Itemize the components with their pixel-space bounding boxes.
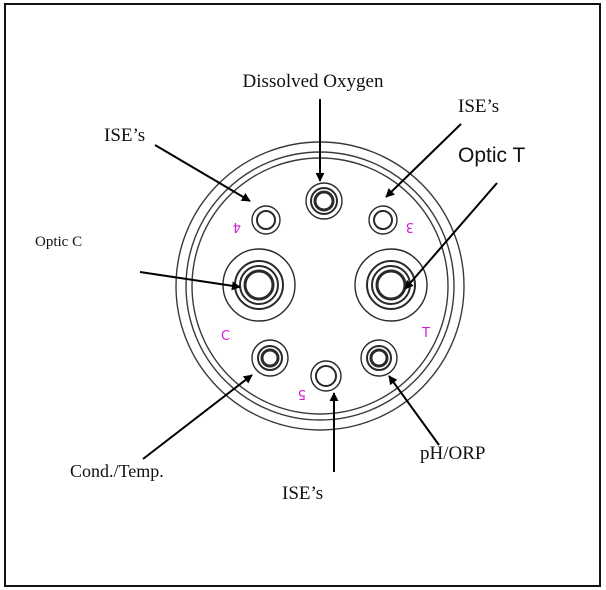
port-mark-t: T [421, 326, 430, 341]
label-optic-c: Optic C [35, 234, 82, 250]
label-cond-temp: Cond./Temp. [70, 461, 164, 481]
label-optic-t: Optic T [458, 144, 525, 167]
port-mark-c: C [221, 329, 230, 344]
label-ise-top-left: ISE’s [104, 125, 145, 146]
port-optic-c [222, 248, 296, 322]
label-ise-bottom: ISE’s [282, 483, 323, 504]
label-ph-orp: pH/ORP [420, 443, 485, 464]
port-ise-3 [368, 205, 398, 235]
port-ph-orp [360, 339, 398, 377]
port-ise-4 [251, 205, 281, 235]
diagram-frame [4, 3, 601, 587]
port-mark-5: 5 [298, 386, 306, 401]
arrow-ise-top-left [154, 144, 251, 202]
arrow-optic-t [404, 182, 498, 290]
port-dissolved-oxygen [305, 182, 343, 220]
port-cond-temp [251, 339, 289, 377]
label-ise-top-right: ISE’s [458, 96, 499, 117]
port-optic-t [354, 248, 428, 322]
port-mark-4: 4 [233, 219, 241, 234]
arrow-ph-orp [388, 375, 440, 446]
label-dissolved-oxygen: Dissolved Oxygen [243, 71, 384, 92]
arrow-optic-c [139, 271, 241, 291]
port-ise-5 [310, 360, 342, 392]
arrow-cond-temp [142, 374, 253, 460]
port-mark-3: 3 [406, 219, 414, 234]
arrow-ise-top-right [385, 123, 462, 198]
